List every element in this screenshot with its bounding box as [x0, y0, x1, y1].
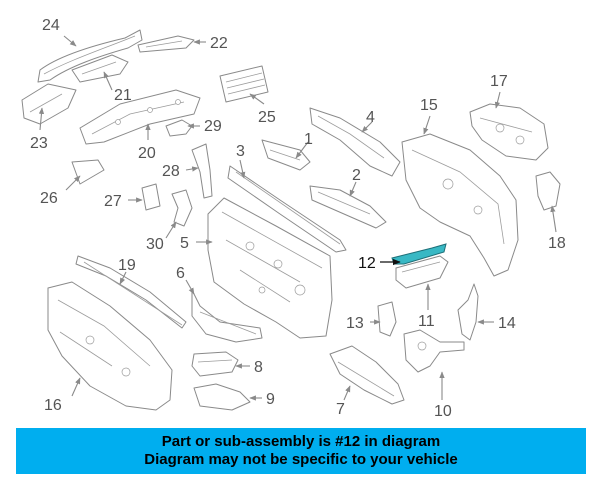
part-21-bracket: [71, 54, 129, 83]
leader-lines: [38, 35, 557, 401]
part-17-pad: [469, 103, 549, 161]
callout-12-highlighted: 12: [358, 255, 376, 272]
part-16-insulator: [47, 281, 173, 411]
part-23-panel: [21, 83, 77, 125]
callout-1: 1: [304, 131, 313, 148]
callout-17: 17: [490, 73, 508, 90]
part-13-bracket: [377, 301, 397, 337]
callout-15: 15: [420, 97, 438, 114]
banner-line-1: Part or sub-assembly is #12 in diagram: [161, 433, 441, 450]
part-28-pillar: [191, 143, 213, 199]
part-5-firewall: [207, 197, 333, 339]
callout-8: 8: [254, 359, 263, 376]
part-4-crossmember: [309, 107, 401, 177]
callout-18: 18: [548, 235, 566, 252]
callout-28: 28: [162, 163, 180, 180]
part-24-seal: [37, 29, 143, 83]
part-18-bracket: [535, 171, 561, 211]
banner-line-2: Diagram may not be specific to your vehi…: [144, 451, 458, 468]
callout-25: 25: [258, 109, 276, 126]
callout-29: 29: [204, 118, 222, 135]
part-10-support: [403, 329, 465, 373]
callout-30: 30: [146, 236, 164, 253]
part-8-bracket: [191, 351, 239, 377]
part-1-panel: [261, 139, 311, 171]
callout-27: 27: [104, 193, 122, 210]
callout-10: 10: [434, 403, 452, 420]
callout-14: 14: [498, 315, 516, 332]
part-26-cover: [71, 159, 105, 185]
part-30-bracket: [171, 189, 193, 227]
part-3-rail: [227, 165, 347, 253]
part-25-filter: [219, 65, 269, 103]
callout-13: 13: [346, 315, 364, 332]
callout-labels: 24 22 21 23 20 25 29 26 27 28 30 1 4 3 2…: [30, 17, 566, 420]
callout-23: 23: [30, 135, 48, 152]
parts-diagram: 24 22 21 23 20 25 29 26 27 28 30 1 4 3 2…: [21, 17, 566, 420]
part-22-strip: [137, 35, 195, 53]
part-29-clip: [165, 119, 193, 137]
callout-9: 9: [266, 391, 275, 408]
callout-2: 2: [352, 167, 361, 184]
callout-24: 24: [42, 17, 60, 34]
part-7-crossmember: [329, 345, 405, 405]
part-2-panel: [309, 185, 387, 229]
part-15-insulator: [401, 133, 519, 277]
part-6-duct: [191, 289, 263, 343]
callout-22: 22: [210, 35, 228, 52]
callout-3: 3: [236, 143, 245, 160]
callout-19: 19: [118, 257, 136, 274]
info-banner: Part or sub-assembly is #12 in diagram D…: [16, 428, 586, 474]
part-14-pillar: [457, 283, 479, 341]
callout-7: 7: [336, 401, 345, 418]
callout-21: 21: [114, 87, 132, 104]
part-11-tray: [395, 255, 449, 289]
part-27-bracket: [141, 183, 161, 211]
callout-16: 16: [44, 397, 62, 414]
callout-26: 26: [40, 190, 58, 207]
callout-4: 4: [366, 109, 375, 126]
part-9-bracket: [193, 383, 251, 411]
part-20-cowl: [79, 89, 201, 145]
callout-20: 20: [138, 145, 156, 162]
callout-11: 11: [418, 313, 435, 330]
callout-6: 6: [176, 265, 185, 282]
callout-5: 5: [180, 235, 189, 252]
part-19-strip: [75, 255, 187, 329]
